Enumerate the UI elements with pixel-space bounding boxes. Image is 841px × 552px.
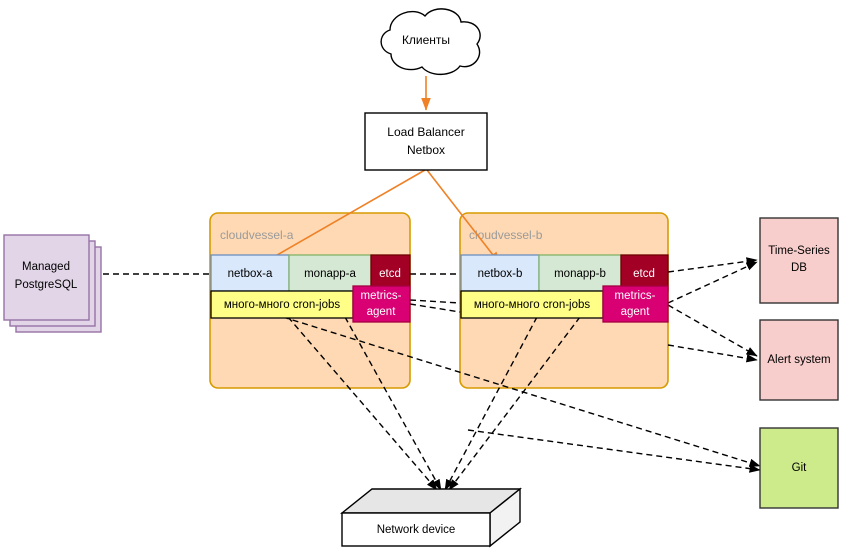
edge-load-balancer-to-netbox-b [426,169,501,265]
alert-system-box[interactable] [759,319,839,401]
service-monapp-a-label: monapp-a [304,268,356,280]
postgres-label-line1: Managed [22,261,70,273]
service-netbox-b-box[interactable] [460,254,540,292]
clients-cloud[interactable]: Клиенты [380,8,481,76]
service-metrics-agent-a-label-line2: agent [367,306,397,318]
service-etcd-a-label: etcd [379,268,401,280]
managed-postgresql-node[interactable]: Managed PostgreSQL [3,234,102,333]
clients-label: Клиенты [402,33,450,47]
git-node[interactable]: Git [759,427,839,509]
service-metrics-agent-b-label-line1: metrics- [615,290,656,302]
edge-cron-jobs-a-to-network-device-1 [287,316,438,491]
cluster-b-services: netbox-b monapp-b etcd много-много cron-… [460,254,669,323]
service-monapp-a-box[interactable] [288,254,372,292]
edge-cron-jobs-b-to-network-device-2 [448,316,581,491]
load-balancer-label-line1: Load Balancer [387,125,464,139]
edges-layer [103,76,761,491]
load-balancer-node[interactable]: Load Balancer Netbox [364,112,488,171]
network-device-label: Network device [377,524,456,536]
time-series-db-box[interactable] [759,217,839,304]
postgres-stack-front[interactable] [3,234,90,321]
cluster-a-label: cloudvessel-a [220,228,294,242]
edge-cron-jobs-a-to-network-device-2 [344,316,442,491]
edge-metrics-a-right-1 [409,299,461,304]
service-netbox-a-label: netbox-a [228,268,273,280]
network-device-front-face[interactable] [341,512,491,547]
git-label: Git [792,462,808,474]
edge-metrics-a-right-2 [409,303,461,313]
edge-etcd-b-to-time-series-db [667,257,758,273]
alert-system-node[interactable]: Alert system [759,319,839,401]
service-metrics-agent-a-label-line1: metrics- [361,290,402,302]
network-device-node[interactable]: Network device [340,487,522,548]
time-series-db-label-line1: Time-Series [768,245,830,257]
time-series-db-label-line2: DB [791,262,807,274]
alert-system-label: Alert system [767,354,830,366]
load-balancer-label-line2: Netbox [407,143,445,157]
cluster-a-services: netbox-a monapp-a etcd много-много cron-… [210,254,411,323]
load-balancer-box[interactable] [364,112,488,171]
postgres-label-line2: PostgreSQL [15,279,78,291]
cluster-b-label: cloudvessel-b [469,228,543,242]
edge-cron-jobs-b-to-network-device-1 [444,316,538,491]
service-cron-jobs-a-box[interactable] [210,290,354,319]
edge-metrics-b-to-alert-system [667,304,758,357]
service-netbox-b-label: netbox-b [478,268,523,280]
service-metrics-agent-b-box[interactable] [602,285,669,323]
service-metrics-agent-a-box[interactable] [352,285,411,323]
git-box[interactable] [759,427,839,509]
edge-cron-jobs-b-to-git [467,429,761,473]
time-series-db-node[interactable]: Time-Series DB [759,217,839,304]
edge-load-balancer-to-netbox-a [257,169,426,267]
network-device-top-face [340,488,522,514]
service-monapp-b-box[interactable] [538,254,622,292]
service-etcd-b-label: etcd [633,268,655,280]
edge-cron-jobs-a-to-git [282,316,761,467]
service-cron-jobs-b-label: много-много cron-jobs [474,299,591,311]
edge-cluster-b-to-alert-system [667,344,758,363]
service-monapp-b-label: monapp-b [554,268,606,280]
service-metrics-agent-b-label-line2: agent [621,306,651,318]
service-etcd-b-box[interactable] [620,254,669,292]
service-netbox-a-box[interactable] [210,254,290,292]
clients-cloud-shape[interactable] [380,8,481,76]
edge-metrics-b-to-time-series-db [667,261,758,304]
service-cron-jobs-a-label: много-много cron-jobs [224,299,341,311]
